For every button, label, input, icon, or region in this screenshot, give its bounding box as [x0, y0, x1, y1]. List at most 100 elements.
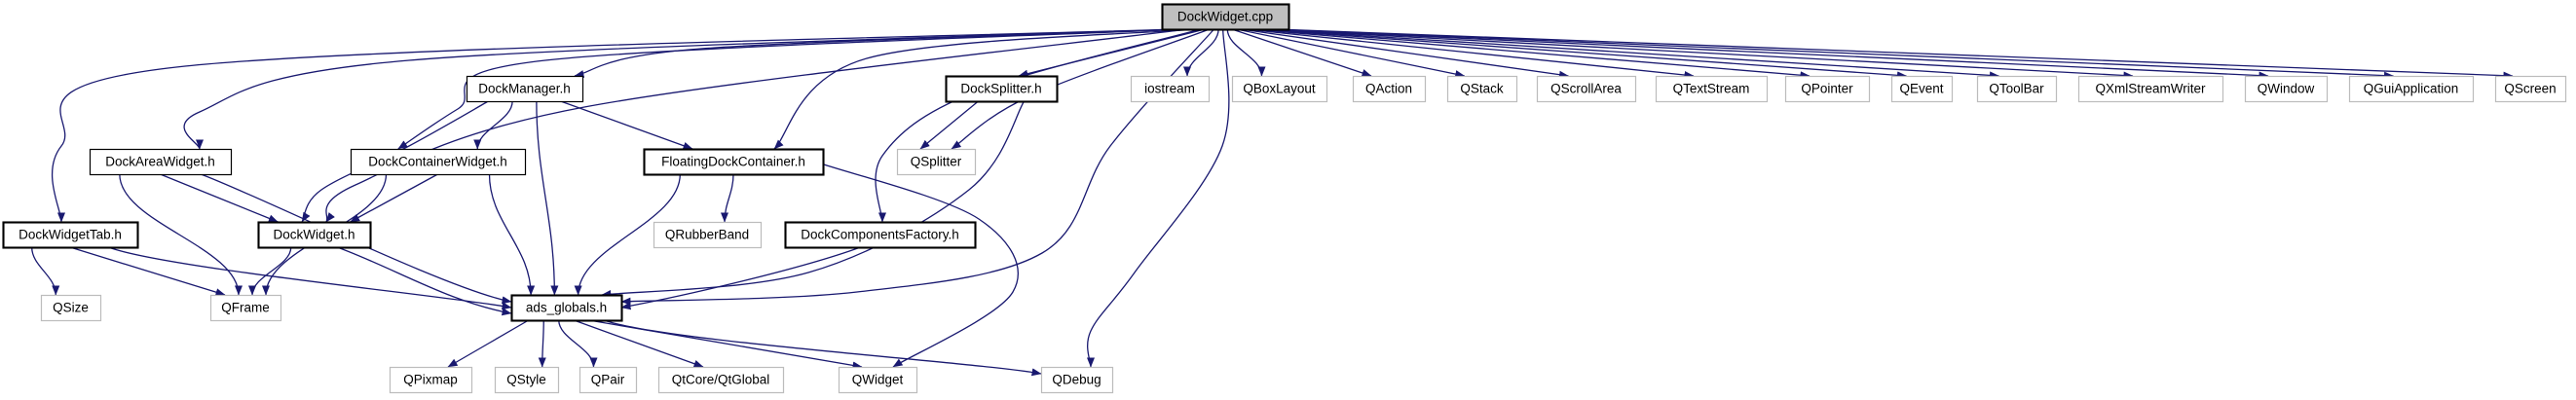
- edge-floatingdockcontainer-h-to-ads-globals-h: [574, 173, 681, 296]
- edge-dockwidget-cpp-to-qtextstream: [1245, 28, 1695, 79]
- node-box-qpair: [579, 366, 638, 394]
- edge-dockwidget-cpp-to-qwindow: [1267, 28, 2269, 80]
- node-qwidget: QWidget: [838, 366, 918, 394]
- edge-dockwidgettab-h-to-ads-globals-h: [108, 246, 512, 310]
- node-box-dockareawidget-h[interactable]: [89, 148, 233, 176]
- node-qrubberband: QRubberBand: [653, 221, 763, 249]
- node-box-iostream: [1130, 75, 1211, 103]
- edge-dockwidget-cpp-to-ads-globals-h: [620, 28, 1215, 306]
- node-label-qsize: QSize: [53, 301, 89, 315]
- node-box-qsplitter: [896, 148, 977, 176]
- edge-ads-globals-h-to-qtcore-qtglobal: [574, 319, 704, 368]
- node-label-qpair: QPair: [591, 373, 625, 387]
- edge-floatingdockcontainer-h-to-qrubberband: [721, 173, 734, 223]
- node-box-qaction: [1352, 75, 1427, 103]
- node-label-dockcontainerwidget-h: DockContainerWidget.h: [368, 155, 507, 169]
- node-label-qboxlayout: QBoxLayout: [1243, 82, 1316, 96]
- node-dockcomponentsfactory-h[interactable]: DockComponentsFactory.h: [784, 221, 977, 249]
- node-box-qtcore-qtglobal: [657, 366, 785, 394]
- node-dockcontainerwidget-h[interactable]: DockContainerWidget.h: [350, 148, 527, 176]
- edge-dockwidget-cpp-to-qscrollarea: [1240, 28, 1569, 79]
- edge-dockwidget-cpp-to-floatingdockcontainer-h: [773, 28, 1197, 150]
- edge-dockwidget-cpp-to-qstack: [1236, 28, 1466, 79]
- node-box-dockwidgettab-h[interactable]: [2, 221, 139, 249]
- node-box-dockcontainerwidget-h[interactable]: [350, 148, 527, 176]
- edge-docksplitter-h-to-ads-globals-h: [601, 100, 1026, 298]
- edge-dockwidgettab-h-to-qsize: [31, 246, 60, 296]
- node-label-qsplitter: QSplitter: [911, 155, 962, 169]
- node-label-qwidget: QWidget: [852, 373, 904, 387]
- node-box-docksplitter-h[interactable]: [945, 75, 1059, 103]
- edge-dockwidget-h-to-qframe: [248, 246, 292, 296]
- edge-dockcontainerwidget-h-to-dockwidget-h: [350, 173, 438, 223]
- node-qevent: QEvent: [1890, 75, 1954, 103]
- node-dockwidget-h[interactable]: DockWidget.h: [257, 221, 372, 249]
- node-qframe: QFrame: [209, 294, 282, 322]
- edge-dockwidget-cpp-to-qxmlstreamwriter: [1262, 28, 2134, 80]
- edge-dockwidget-cpp-to-qscreen: [1276, 28, 2514, 80]
- node-iostream: iostream: [1130, 75, 1211, 103]
- edge-ads-globals-h-to-qpair: [558, 319, 598, 368]
- node-label-qaction: QAction: [1365, 82, 1412, 96]
- node-qdebug: QDebug: [1040, 366, 1114, 394]
- node-box-qframe: [209, 294, 282, 322]
- node-box-qtextstream: [1655, 75, 1769, 103]
- node-dockwidgettab-h[interactable]: DockWidgetTab.h: [2, 221, 139, 249]
- node-label-dockcomponentsfactory-h: DockComponentsFactory.h: [801, 228, 959, 242]
- node-label-dockareawidget-h: DockAreaWidget.h: [105, 155, 215, 169]
- node-box-ads-globals-h[interactable]: [510, 294, 623, 322]
- edge-dockmanager-h-to-ads-globals-h: [536, 100, 559, 296]
- edge-dockwidget-cpp-to-qtoolbar: [1258, 28, 1999, 80]
- edge-dockwidget-cpp-to-dockwidget-h: [325, 28, 1188, 223]
- edge-ads-globals-h-to-qpixmap: [447, 319, 530, 368]
- node-label-qxmlstreamwriter: QXmlStreamWriter: [2095, 82, 2206, 96]
- node-box-qscrollarea: [1536, 75, 1637, 103]
- node-box-floatingdockcontainer-h[interactable]: [643, 148, 825, 176]
- node-label-qevent: QEvent: [1899, 82, 1943, 96]
- node-label-qpixmap: QPixmap: [403, 373, 458, 387]
- edge-dockwidget-cpp-to-qaction: [1231, 28, 1372, 77]
- edge-dockwidget-cpp-to-qdebug: [1086, 28, 1230, 368]
- node-label-dockmanager-h: DockManager.h: [478, 82, 571, 96]
- edge-docksplitter-h-to-qsplitter: [919, 100, 979, 150]
- edge-dockcomponentsfactory-h-to-ads-globals-h: [620, 246, 861, 310]
- node-floatingdockcontainer-h[interactable]: FloatingDockContainer.h: [643, 148, 825, 176]
- edge-dockareawidget-h-to-qframe: [119, 173, 243, 296]
- node-label-dockwidgettab-h: DockWidgetTab.h: [19, 228, 122, 242]
- node-label-qdebug: QDebug: [1052, 373, 1101, 387]
- node-label-qrubberband: QRubberBand: [665, 228, 749, 242]
- node-box-qtoolbar: [1976, 75, 2058, 103]
- node-qpair: QPair: [579, 366, 638, 394]
- edge-ads-globals-h-to-qdebug: [604, 319, 1042, 377]
- node-box-dockcomponentsfactory-h[interactable]: [784, 221, 977, 249]
- node-box-qevent: [1890, 75, 1954, 103]
- edge-ads-globals-h-to-qwidget: [588, 319, 863, 370]
- node-dockareawidget-h[interactable]: DockAreaWidget.h: [89, 148, 233, 176]
- node-dockwidget-cpp: DockWidget.cpp: [1161, 3, 1290, 31]
- node-box-qstack: [1446, 75, 1518, 103]
- node-box-qwindow: [2244, 75, 2329, 103]
- node-box-dockwidget-h[interactable]: [257, 221, 372, 249]
- node-ads-globals-h[interactable]: ads_globals.h: [510, 294, 623, 322]
- edge-floatingdockcontainer-h-to-qwidget: [822, 163, 1019, 368]
- node-docksplitter-h[interactable]: DockSplitter.h: [945, 75, 1059, 103]
- node-box-qguiapplication: [2348, 75, 2475, 103]
- edge-ads-globals-h-to-qstyle: [538, 319, 546, 368]
- node-label-iostream: iostream: [1144, 82, 1195, 96]
- edge-dockwidget-cpp-to-iostream: [1183, 28, 1219, 77]
- node-box-qdebug: [1040, 366, 1114, 394]
- edge-dockwidget-cpp-to-dockcomponentsfactory-h: [875, 28, 1201, 223]
- node-box-qrubberband: [653, 221, 763, 249]
- node-label-docksplitter-h: DockSplitter.h: [960, 82, 1041, 96]
- node-label-qscrollarea: QScrollArea: [1550, 82, 1622, 96]
- node-box-dockmanager-h[interactable]: [466, 75, 584, 103]
- node-label-qguiapplication: QGuiApplication: [2364, 82, 2459, 96]
- node-qxmlstreamwriter: QXmlStreamWriter: [2077, 75, 2224, 103]
- node-dockmanager-h[interactable]: DockManager.h: [466, 75, 584, 103]
- node-box-qxmlstreamwriter: [2077, 75, 2224, 103]
- node-qaction: QAction: [1352, 75, 1427, 103]
- node-qtextstream: QTextStream: [1655, 75, 1769, 103]
- edge-dockcontainerwidget-h-to-ads-globals-h: [488, 173, 536, 296]
- node-label-qstack: QStack: [1460, 82, 1504, 96]
